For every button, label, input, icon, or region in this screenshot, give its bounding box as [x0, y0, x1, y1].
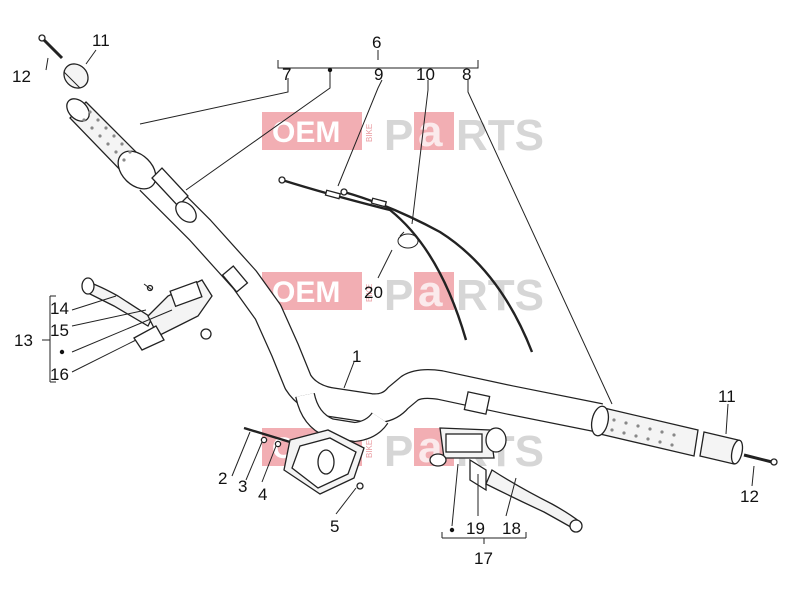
leader-lines [42, 49, 755, 544]
left-grip [66, 98, 157, 190]
callout-9: 9 [374, 65, 383, 84]
svg-text:a: a [418, 267, 443, 316]
callout-2: 2 [218, 469, 227, 488]
callout-7: 7 [282, 65, 291, 84]
callout-11-right: 11 [718, 387, 736, 406]
left-bar-end-weight [63, 63, 89, 89]
callout-labels: 11 12 6 7 9 10 8 20 14 15 13 16 1 11 2 3… [12, 31, 759, 568]
svg-text:BIKE: BIKE [365, 440, 374, 458]
throttle-cable-2 [340, 188, 534, 353]
callout-4: 4 [258, 485, 267, 504]
callout-19: 19 [466, 519, 485, 538]
svg-text:RTS: RTS [456, 271, 544, 320]
callout-17: 17 [474, 549, 493, 568]
left-lever-assembly [81, 277, 213, 351]
svg-text:OEM: OEM [272, 116, 340, 149]
callout-16: 16 [50, 365, 69, 384]
svg-text:BIKE: BIKE [365, 284, 374, 302]
watermark-top: OEM BIKE P a RTS [262, 107, 544, 160]
throttle-cable-1 [278, 176, 468, 341]
brake-master-cylinder [429, 427, 507, 492]
right-grip [590, 405, 699, 457]
callout-3: 3 [238, 477, 247, 496]
callout-5: 5 [330, 517, 339, 536]
callout-12-left: 12 [12, 67, 31, 86]
callout-11-left: 11 [92, 31, 110, 50]
callout-18: 18 [502, 519, 521, 538]
svg-text:RTS: RTS [456, 111, 544, 160]
right-bar-end-screw [743, 453, 778, 466]
callout-15: 15 [50, 321, 69, 340]
svg-text:P: P [384, 427, 413, 476]
throttle-sleeve [151, 167, 197, 223]
brake-lever [485, 469, 583, 533]
bullet-dots [59, 67, 455, 533]
callout-20: 20 [364, 283, 383, 302]
handlebar-clamp-cover [243, 426, 365, 495]
handlebar-tube [139, 169, 603, 443]
callout-1: 1 [352, 347, 361, 366]
callout-13: 13 [14, 331, 33, 350]
watermark-middle: OEM BIKE P a RTS [262, 267, 544, 320]
svg-text:P: P [384, 111, 413, 160]
svg-text:P: P [384, 271, 413, 320]
svg-text:BIKE: BIKE [365, 124, 374, 142]
svg-text:OEM: OEM [272, 276, 340, 309]
left-bar-end-screw [38, 34, 64, 60]
svg-text:a: a [418, 107, 443, 156]
callout-6: 6 [372, 33, 381, 52]
callout-14: 14 [50, 299, 69, 318]
callout-10: 10 [416, 65, 435, 84]
right-bar-end-weight [699, 431, 744, 465]
callout-12-right: 12 [740, 487, 759, 506]
cable-clip [397, 231, 419, 249]
callout-8: 8 [462, 65, 471, 84]
